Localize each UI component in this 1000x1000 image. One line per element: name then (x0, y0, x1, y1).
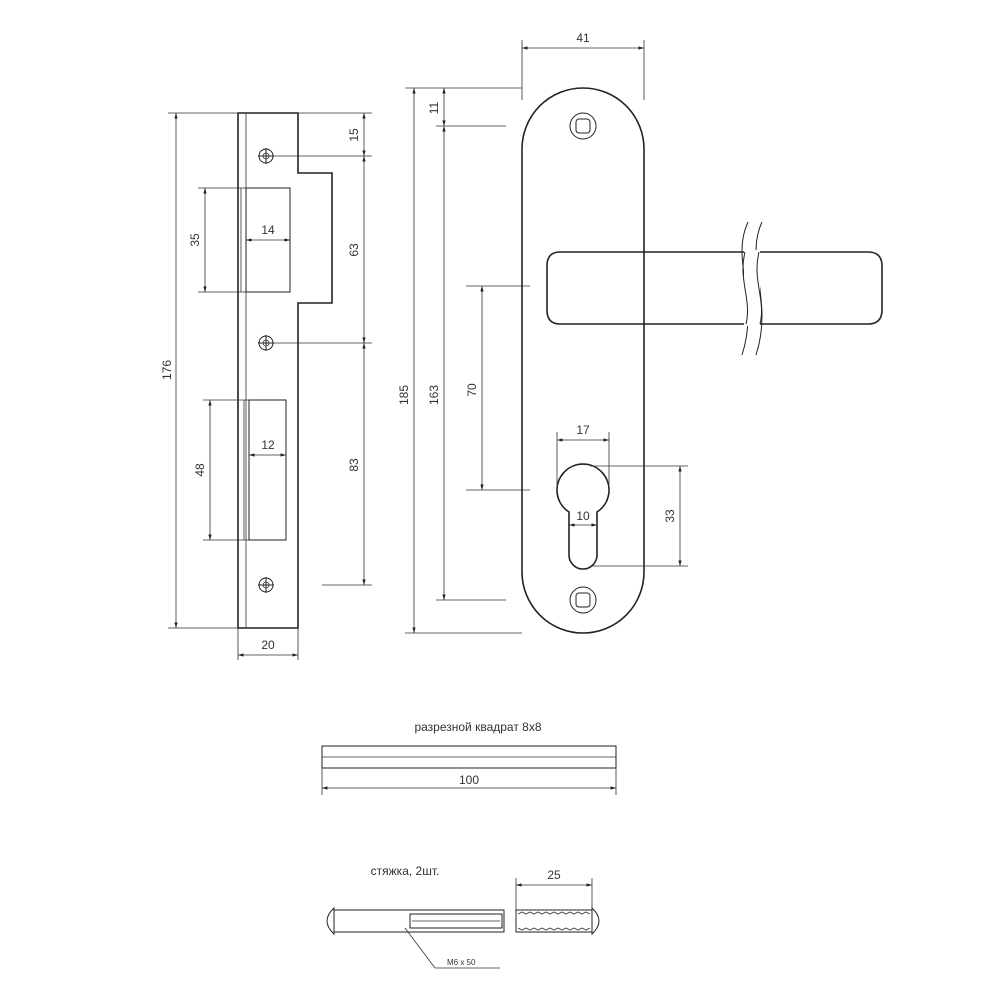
sleeve-head (591, 906, 600, 936)
mounting-hole-icon (569, 112, 597, 140)
bolt-shaft (333, 909, 505, 933)
handle-lever (546, 251, 883, 325)
dim-bolt-width: 12 (261, 438, 275, 452)
dim-cylinder-width: 17 (576, 423, 590, 437)
screw-hole-icon (258, 148, 274, 164)
dim-screw-spacing-1: 63 (347, 243, 361, 257)
strike-plate-outline (237, 112, 333, 629)
dim-spindle-length: 100 (459, 773, 479, 787)
cylinder-cutout (556, 463, 610, 570)
screw-hole-icon (258, 335, 274, 351)
strike-plate: 176 35 14 48 12 20 15 63 83 (160, 112, 372, 660)
dim-top-screw: 15 (347, 128, 361, 142)
thread-label: M6 x 50 (447, 958, 476, 967)
screw-hole-icon (258, 577, 274, 593)
bolt-thread (409, 913, 503, 929)
mounting-hole-icon (569, 586, 597, 614)
handle-plate: 41 11 185 163 70 17 10 33 (397, 31, 883, 634)
dim-latch-height: 35 (188, 233, 202, 247)
dim-plate-width: 41 (576, 31, 590, 45)
bolt-opening (248, 399, 287, 541)
handle-plate-outline (521, 87, 645, 634)
dim-plate-height: 185 (397, 385, 411, 405)
dim-top-offset: 11 (427, 101, 441, 114)
dim-cylinder-height: 33 (663, 509, 677, 523)
dim-strike-height: 176 (160, 360, 174, 380)
tie-bolt: стяжка, 2шт. 25 M6 x 50 (326, 864, 600, 969)
dim-strike-width: 20 (261, 638, 275, 652)
tie-bolt-caption: стяжка, 2шт. (371, 864, 440, 878)
dim-bolt-height: 48 (193, 463, 207, 477)
dim-screw-spacing-2: 83 (347, 458, 361, 472)
bolt-head (326, 906, 335, 936)
dim-cylinder-narrow: 10 (576, 509, 590, 523)
spindle: разрезной квадрат 8х8 100 (321, 720, 617, 795)
dim-handle-to-cylinder: 70 (465, 383, 479, 397)
spindle-caption: разрезной квадрат 8х8 (414, 720, 541, 734)
dim-latch-width: 14 (261, 223, 275, 237)
dim-screw-spacing: 163 (427, 385, 441, 405)
dim-sleeve-length: 25 (547, 868, 561, 882)
